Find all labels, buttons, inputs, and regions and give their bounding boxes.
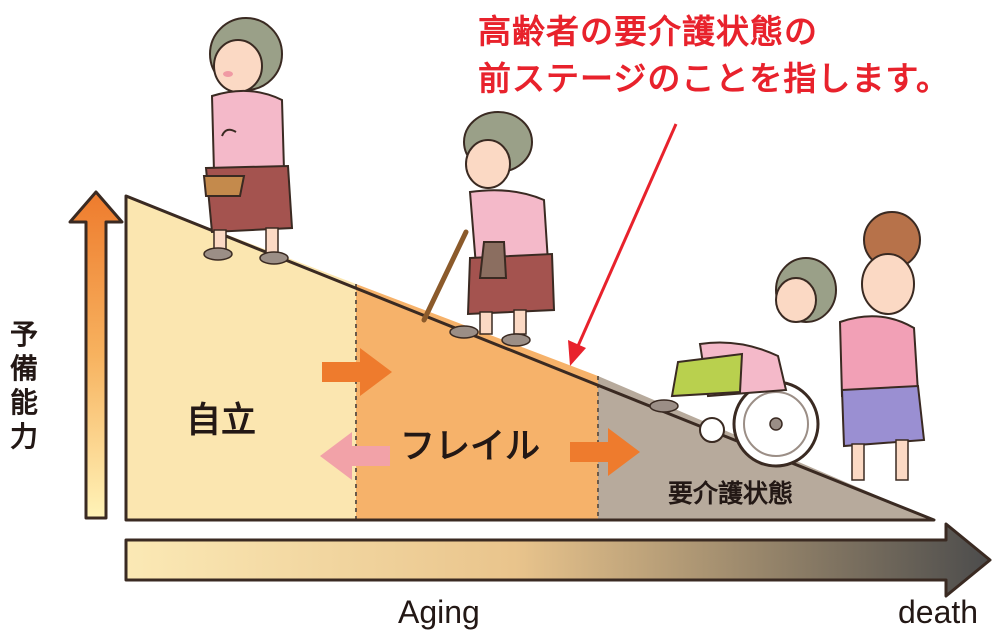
independent-label: 自立 — [186, 401, 257, 441]
death-label: death — [898, 594, 979, 630]
caption-line-1: 高齢者の要介護状態の — [478, 12, 818, 51]
reserve-capacity-char-4: 力 — [9, 420, 38, 453]
arrow-to-care-needed — [570, 428, 640, 476]
ability-arrow — [68, 190, 124, 520]
reserve-capacity-label: 予 備 能 力 — [6, 318, 42, 454]
caption-pointer-arrow — [568, 123, 678, 366]
frail-region — [356, 284, 598, 520]
caption: 高齢者の要介護状態の 前ステージのことを指します。 — [478, 8, 999, 102]
aging-arrow — [124, 522, 992, 598]
caption-line-2: 前ステージのことを指します。 — [478, 59, 951, 98]
reserve-capacity-char-2: 備 — [9, 352, 38, 385]
arrow-back-to-independent — [320, 432, 390, 480]
aging-label: Aging — [398, 594, 480, 630]
arrow-to-frail — [322, 348, 392, 396]
frail-label: フレイル — [400, 427, 541, 467]
reserve-capacity-char-1: 予 — [9, 318, 38, 351]
independent-elderly-woman-illustration — [202, 17, 294, 265]
frail-elderly-woman-illustration — [421, 111, 556, 347]
wheelchair-and-caregiver-illustration — [649, 211, 926, 481]
reserve-capacity-char-3: 能 — [9, 386, 38, 419]
care-needed-label: 要介護状態 — [668, 479, 794, 508]
independent-region — [126, 196, 356, 520]
